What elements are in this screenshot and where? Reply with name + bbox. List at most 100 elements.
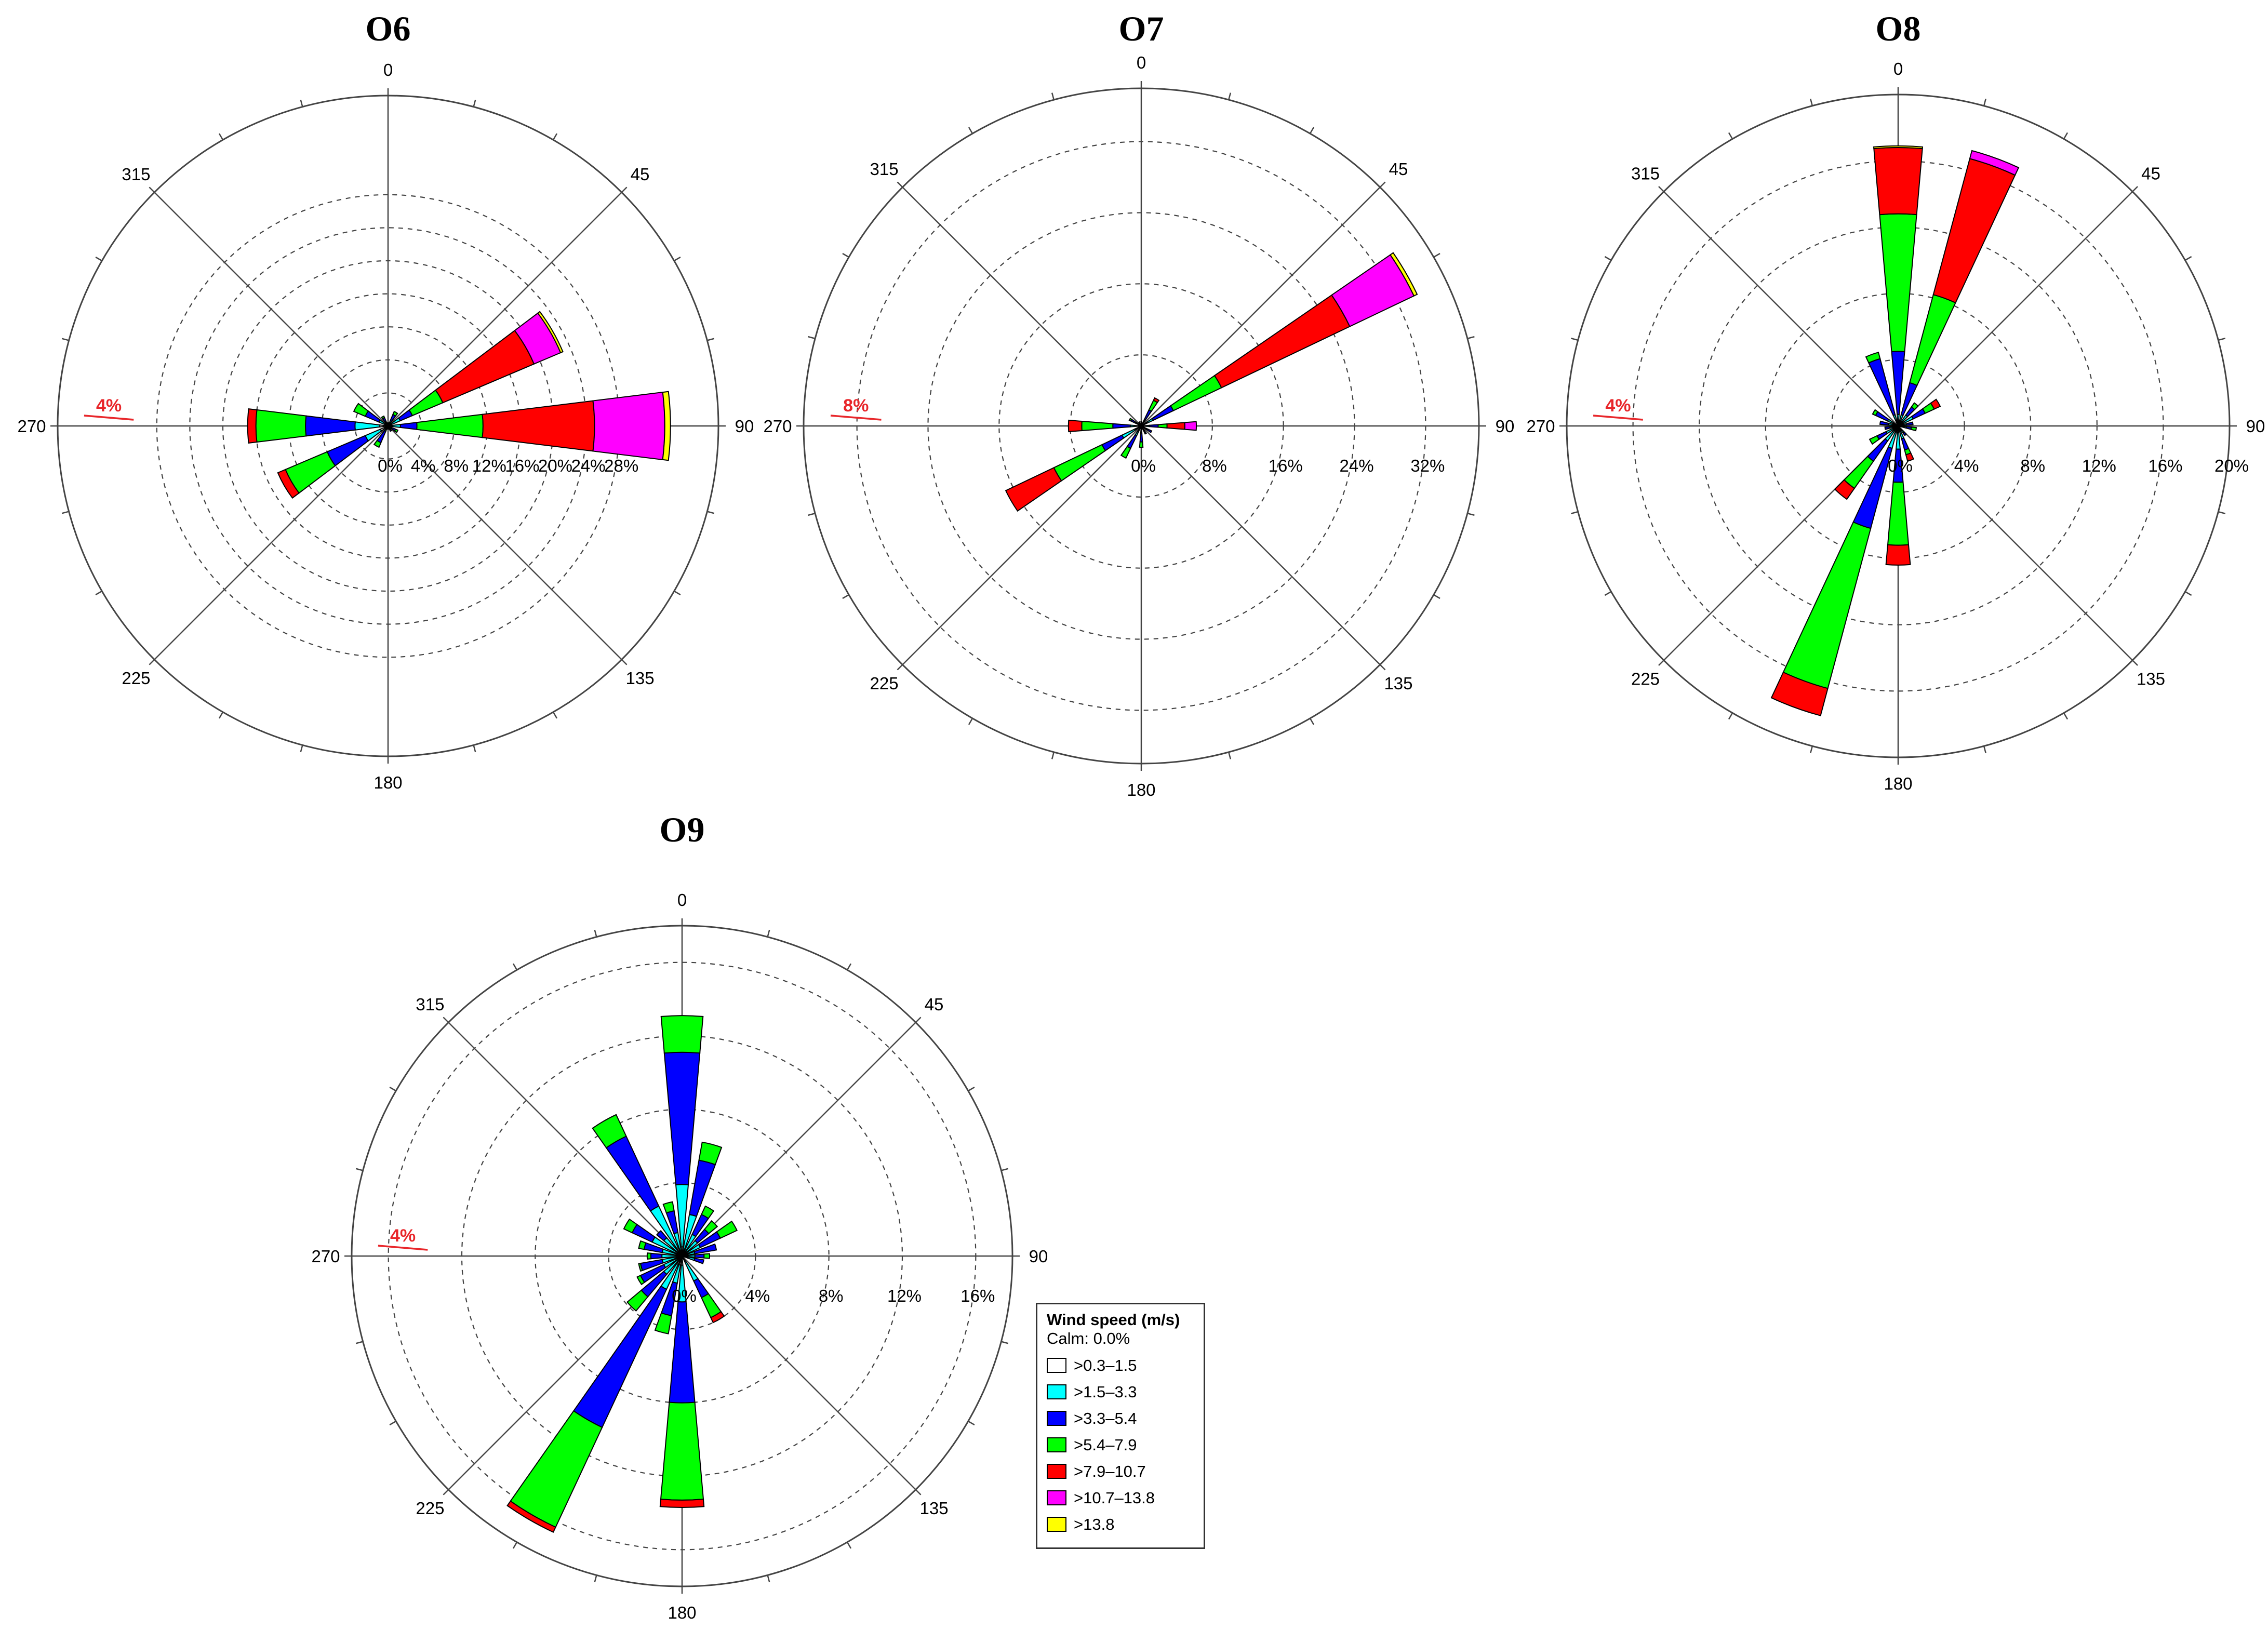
outer-tick — [1379, 664, 1386, 671]
sector-bar — [353, 403, 369, 417]
direction-label: 180 — [1127, 780, 1155, 799]
outer-tick — [1309, 127, 1315, 134]
outer-tick — [707, 338, 715, 341]
outer-tick — [1051, 92, 1055, 100]
radial-tick-label: 8% — [2020, 456, 2045, 475]
outer-tick — [1604, 591, 1612, 596]
direction-label: 45 — [1389, 159, 1408, 179]
radial-tick-label: 24% — [1339, 456, 1373, 475]
outer-tick — [473, 99, 476, 107]
radial-tick-label: 20% — [2214, 456, 2249, 475]
sector-bar — [1389, 252, 1418, 297]
outer-tick — [1658, 186, 1664, 192]
sector-bar — [391, 423, 401, 429]
sector-bar — [693, 1243, 717, 1254]
sector-bar — [399, 422, 418, 430]
outer-tick — [1228, 92, 1232, 100]
legend-item: >13.8 — [1047, 1511, 1194, 1538]
legend-items: >0.3–1.5>1.5–3.3>3.3–5.4>5.4–7.9>7.9–10.… — [1047, 1352, 1194, 1538]
sector-bar — [1140, 428, 1143, 434]
sector-bar — [1910, 426, 1917, 432]
outer-tick — [95, 256, 102, 262]
outer-tick — [594, 929, 597, 937]
sector-bar — [1896, 432, 1901, 450]
outer-tick — [1810, 98, 1813, 106]
sector-bar — [659, 1499, 705, 1508]
sector-bar — [1130, 424, 1139, 428]
sector-bar — [1120, 446, 1131, 459]
outer-tick — [846, 1542, 852, 1549]
sector-bar — [1142, 429, 1148, 435]
sector-bar — [710, 1311, 725, 1324]
outer-tick — [1467, 513, 1475, 516]
direction-label: 0 — [677, 890, 687, 910]
direction-label: 135 — [626, 669, 655, 688]
direction-label: 45 — [2141, 164, 2160, 183]
direction-label: 315 — [870, 159, 898, 179]
outer-tick — [1051, 752, 1055, 759]
outer-tick — [443, 1017, 449, 1023]
sector-bar — [1901, 437, 1910, 451]
scale-marker-line — [84, 415, 134, 421]
sector-bar — [698, 1141, 723, 1166]
outer-tick — [1433, 594, 1440, 599]
sector-bar — [394, 428, 399, 433]
sector-bar — [1879, 420, 1889, 426]
direction-label: 90 — [1496, 417, 1515, 436]
legend-swatch — [1047, 1437, 1066, 1452]
direction-label: 225 — [870, 674, 898, 693]
legend: Wind speed (m/s) Calm: 0.0% >0.3–1.5>1.5… — [1036, 1303, 1205, 1549]
outer-tick — [300, 745, 303, 753]
radial-tick-label: 16% — [960, 1286, 995, 1305]
outer-tick — [473, 745, 476, 753]
outer-tick — [808, 336, 816, 339]
sector-bar — [638, 1240, 647, 1250]
radial-tick-label: 0% — [378, 456, 403, 475]
sector-bar — [1911, 402, 1919, 410]
sector-bar — [716, 1220, 738, 1239]
sector-bar — [1891, 351, 1905, 415]
outer-tick — [552, 133, 558, 140]
outer-tick — [1983, 745, 1986, 754]
outer-tick — [915, 1489, 922, 1496]
sector-bar — [1868, 358, 1896, 417]
direction-label: 315 — [122, 165, 150, 184]
sector-bar — [1900, 425, 1907, 429]
sector-bar — [1834, 479, 1856, 500]
sector-bar — [1884, 426, 1891, 430]
radial-tick-label: 4% — [745, 1286, 770, 1305]
outer-tick — [621, 659, 628, 665]
outer-tick — [2132, 186, 2138, 192]
sector-bar — [660, 1015, 704, 1054]
sector-bar — [1873, 145, 1924, 150]
outer-tick — [674, 256, 681, 262]
radial-tick-label: 4% — [1954, 456, 1979, 475]
outer-tick — [218, 712, 224, 719]
chart-title: O8 — [1876, 9, 1921, 48]
outer-tick — [674, 590, 681, 596]
legend-label: >3.3–5.4 — [1074, 1409, 1137, 1427]
direction-label: 90 — [735, 417, 754, 436]
sector-bar — [684, 1260, 699, 1282]
direction-label: 315 — [1631, 164, 1660, 183]
legend-swatch — [1047, 1517, 1066, 1532]
sector-bar — [650, 1252, 663, 1260]
outer-tick — [95, 590, 102, 596]
sector-bar — [1126, 434, 1138, 449]
sector-bar — [703, 1253, 710, 1259]
legend-swatch — [1047, 1411, 1066, 1426]
direction-label: 135 — [2137, 669, 2165, 688]
direction-label: 270 — [1526, 417, 1555, 436]
outer-tick — [1570, 511, 1579, 514]
sector-bar — [1170, 375, 1222, 411]
sector-bar — [1879, 213, 1917, 353]
legend-label: >7.9–10.7 — [1074, 1462, 1146, 1480]
outer-tick — [1433, 252, 1440, 258]
radial-tick-label: 8% — [1202, 456, 1227, 475]
direction-label: 315 — [416, 995, 444, 1014]
sector-bar — [1875, 411, 1890, 422]
legend-swatch — [1047, 1490, 1066, 1505]
sector-bar — [305, 415, 356, 437]
sector-bar — [660, 1401, 704, 1501]
outer-tick — [149, 186, 155, 193]
